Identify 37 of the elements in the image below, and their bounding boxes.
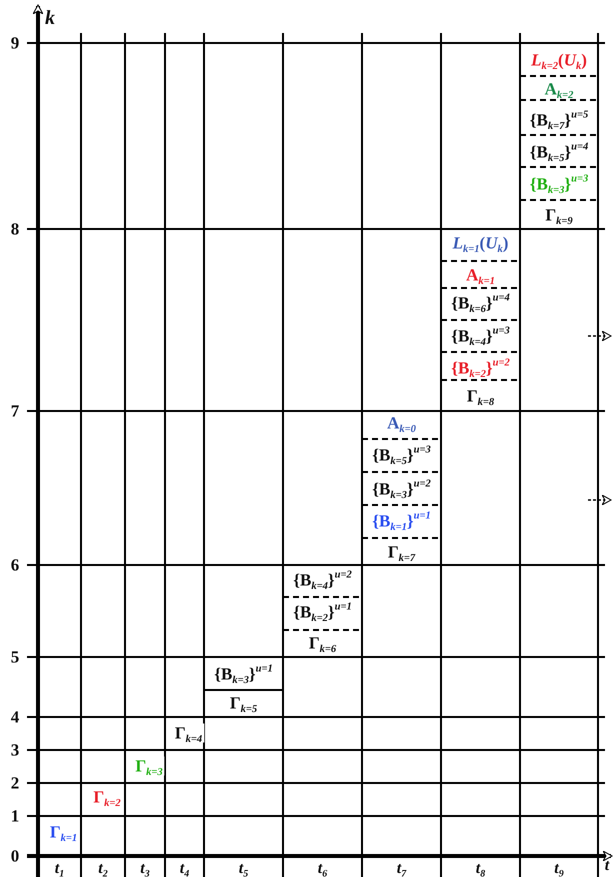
- axis-tick-label: t$_{3}$: [140, 861, 150, 877]
- cell-label: L$_{k=2}$(U$_{k}$): [529, 50, 589, 70]
- tick-label: 0: [10, 848, 20, 864]
- tick-label: 5: [10, 648, 20, 666]
- tick-label: 6: [10, 556, 20, 574]
- tick-label: 2: [10, 774, 20, 792]
- cell-label: Γ$_{k=3}$: [133, 756, 165, 776]
- cell-label: {B$_{k=2}$}$^{u=2}$: [449, 358, 512, 378]
- cell-label: {B$_{k=4}$}$^{u=3}$: [449, 326, 512, 346]
- cell-label: {B$_{k=7}$}$^{u=5}$: [528, 110, 590, 130]
- axis-tick-label: t$_{8}$: [476, 861, 486, 877]
- cell-label: {B$_{k=2}$}$^{u=1}$: [291, 602, 354, 622]
- axis-label: k: [45, 8, 55, 28]
- cell-label: {B$_{k=3}$}$^{u=2}$: [370, 480, 433, 498]
- cell-label: {B$_{k=1}$}$^{u=1}$: [370, 512, 433, 530]
- tick-label: 1: [10, 808, 20, 824]
- tick-label: 4: [10, 708, 20, 726]
- cell-label: {B$_{k=3}$}$^{u=3}$: [528, 174, 590, 194]
- axis-tick-label: t$_{9}$: [554, 861, 564, 877]
- tick-label: 9: [10, 34, 20, 52]
- axis-label: t: [604, 858, 610, 874]
- tick-label: 3: [10, 742, 20, 758]
- axis-tick-label: t$_{5}$: [238, 861, 248, 877]
- cell-label: {B$_{k=6}$}$^{u=4}$: [449, 294, 512, 312]
- axis-tick-label: t$_{6}$: [318, 861, 328, 877]
- axis-tick-label: t$_{4}$: [180, 861, 190, 877]
- cell-label: L$_{k=1}$(U$_{k}$): [450, 234, 510, 252]
- cell-label: {B$_{k=5}$}$^{u=3}$: [370, 446, 433, 464]
- axis-tick-label: t$_{2}$: [98, 861, 108, 877]
- cell-label: Γ$_{k=4}$: [172, 724, 204, 742]
- axis-tick-label: t$_{7}$: [396, 861, 406, 877]
- axis-tick-label: t$_{1}$: [54, 861, 64, 877]
- tick-label: 8: [10, 220, 20, 238]
- cell-label: {B$_{k=5}$}$^{u=4}$: [528, 142, 590, 162]
- cell-label: {B$_{k=3}$}$^{u=1}$: [212, 664, 275, 684]
- tick-label: 7: [10, 402, 20, 420]
- cell-label: {B$_{k=4}$}$^{u=2}$: [291, 570, 354, 590]
